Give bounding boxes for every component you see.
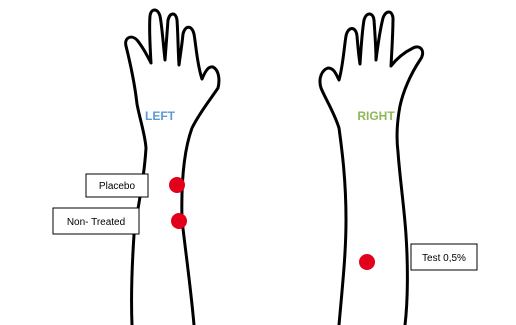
left-arm [126, 10, 219, 325]
placebo-site: Placebo [86, 174, 185, 197]
non-treated-site: Non- Treated [53, 208, 187, 234]
left-arm-outline [126, 10, 219, 325]
left-arm-label: LEFT [145, 109, 176, 123]
placebo-label: Placebo [99, 181, 136, 192]
test-dot [359, 254, 375, 270]
placebo-dot [169, 177, 185, 193]
non-treated-label: Non- Treated [67, 217, 125, 228]
right-arm-label: RIGHT [357, 109, 395, 123]
test-label: Test 0,5% [422, 253, 466, 264]
right-arm-outline [320, 12, 423, 325]
test-site: Test 0,5% [359, 244, 477, 270]
right-arm [320, 12, 423, 325]
non-treated-dot [171, 213, 187, 229]
